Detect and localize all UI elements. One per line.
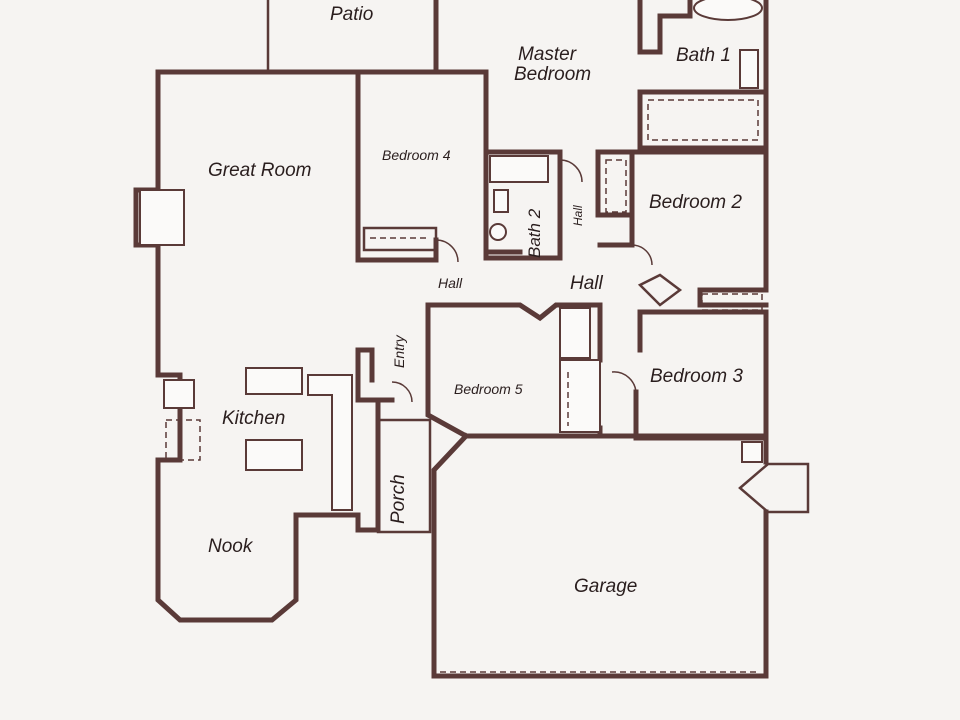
refrigerator bbox=[165, 419, 201, 461]
door-swing bbox=[391, 381, 413, 403]
bath1-wc bbox=[739, 49, 759, 89]
bedroom2-walls bbox=[597, 149, 769, 308]
door-swing bbox=[559, 159, 583, 183]
bath2-sink bbox=[493, 189, 509, 213]
garage-walls bbox=[431, 432, 769, 679]
water-heater bbox=[741, 441, 763, 463]
bath1-walls bbox=[637, 0, 769, 151]
door-swing bbox=[611, 371, 637, 395]
garage-side-door bbox=[738, 462, 810, 514]
room-label-patio: Patio bbox=[330, 4, 373, 25]
porch-area bbox=[376, 418, 432, 534]
room-label-bedroom4: Bedroom 4 bbox=[382, 147, 451, 163]
room-label-garage: Garage bbox=[574, 576, 637, 597]
kitchen-counter bbox=[307, 374, 353, 511]
room-label-hall-vertical: Hall bbox=[571, 205, 585, 226]
entry-walls bbox=[355, 347, 395, 403]
room-label-bath2: Bath 2 bbox=[525, 208, 544, 258]
master-bedroom-walls bbox=[355, 0, 635, 255]
bath2-walls bbox=[483, 149, 563, 261]
door-swing bbox=[435, 239, 459, 263]
room-label-entry: Entry bbox=[391, 334, 407, 368]
room-label-great-room: Great Room bbox=[208, 160, 311, 181]
hall-linen bbox=[637, 273, 683, 307]
room-label-hall-small: Hall bbox=[438, 275, 463, 291]
room-label-nook: Nook bbox=[208, 536, 254, 557]
bath1-counter bbox=[647, 99, 759, 141]
kitchen-island bbox=[245, 439, 303, 471]
door-swing bbox=[631, 244, 653, 266]
bedroom2-closet bbox=[605, 159, 627, 213]
kitchen-sink-counter bbox=[245, 367, 303, 395]
bathtub bbox=[693, 0, 763, 21]
room-label-hall: Hall bbox=[570, 273, 604, 294]
bath2-tub bbox=[489, 155, 549, 183]
room-label-porch: Porch bbox=[388, 474, 409, 524]
bedroom3-closet bbox=[701, 293, 763, 311]
pantry bbox=[163, 379, 195, 409]
room-label-bedroom2: Bedroom 2 bbox=[649, 192, 742, 213]
room-label-bath1: Bath 1 bbox=[676, 45, 731, 66]
room-label-kitchen: Kitchen bbox=[222, 408, 285, 429]
room-label-master-1: Master bbox=[518, 44, 577, 65]
bath2-toilet bbox=[489, 223, 507, 241]
bedroom4-closet bbox=[362, 226, 438, 252]
fireplace bbox=[139, 189, 185, 246]
room-label-bedroom5: Bedroom 5 bbox=[454, 381, 523, 397]
room-label-bedroom3: Bedroom 3 bbox=[650, 366, 743, 387]
bedroom5-closet bbox=[559, 359, 601, 433]
hall-closet bbox=[559, 307, 591, 359]
room-label-master-2: Bedroom bbox=[514, 64, 591, 85]
